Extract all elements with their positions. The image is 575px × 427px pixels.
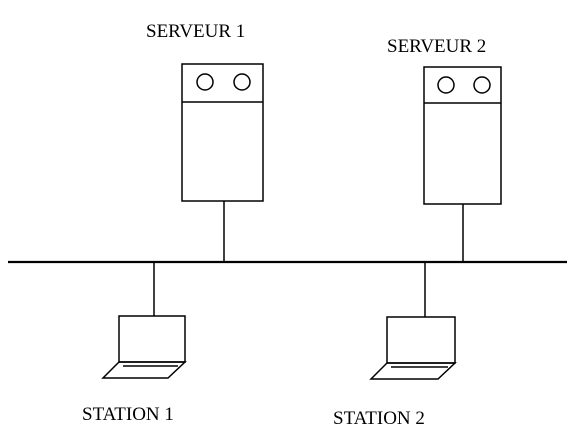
server-2-icon [423, 66, 502, 205]
server-2-label: SERVEUR 2 [387, 36, 486, 57]
server-1: SERVEUR 1 [146, 21, 264, 262]
station-2: STATION 2 [333, 262, 457, 427]
server-1-icon [181, 63, 264, 202]
server-1-label: SERVEUR 1 [146, 21, 245, 42]
server-2: SERVEUR 2 [387, 36, 502, 262]
station-2-label: STATION 2 [333, 408, 425, 427]
station-1-label: STATION 1 [82, 404, 174, 425]
station-2-laptop-icon [369, 316, 457, 380]
station-1-laptop-icon [101, 315, 187, 379]
station-1: STATION 1 [82, 262, 187, 425]
